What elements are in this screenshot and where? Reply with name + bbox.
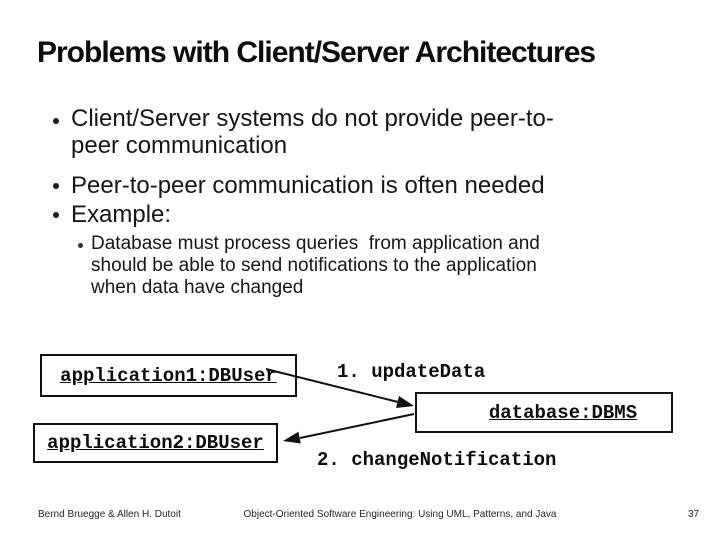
- footer-page-number: 37: [688, 509, 700, 520]
- bullet-item: Peer-to-peer communication is often need…: [71, 172, 545, 199]
- sub-bullet-line: when data have changed: [91, 277, 304, 298]
- bullet-item: Example:: [71, 201, 171, 228]
- bullet-icon: [53, 118, 59, 124]
- sub-bullet-line: Database must process queries from appli…: [91, 233, 540, 254]
- bullet-icon: [53, 183, 59, 189]
- bullet-icon: [53, 212, 59, 218]
- bullet-line: Example:: [71, 201, 172, 228]
- sub-bullet-item: Database must process queries from appli…: [91, 233, 540, 299]
- application1-box-label: application1:DBUser: [60, 364, 277, 387]
- footer-book-title: Object-Oriented Software Engineering: Us…: [243, 509, 557, 520]
- bullet-item: Client/Server systems do not provide pee…: [71, 105, 554, 159]
- bullet-line: Peer-to-peer communication is often need…: [71, 172, 545, 199]
- database-box-label: database:DBMS: [488, 401, 638, 424]
- update-data-label: 1. updateData: [337, 361, 486, 383]
- page-title: Problems with Client/Server Architecture…: [37, 36, 596, 69]
- application1-box: application1:DBUser: [40, 354, 297, 397]
- application2-box-label: application2:DBUser: [47, 432, 264, 454]
- change-notification-label: 2. changeNotification: [317, 449, 557, 471]
- bullet-line: Client/Server systems do not provide pee…: [71, 105, 554, 132]
- database-box: database:DBMS: [415, 392, 673, 433]
- change-notification-arrow: [283, 413, 415, 444]
- footer-authors: Bernd Bruegge & Allen H. Dutoit: [38, 509, 181, 520]
- application2-box: application2:DBUser: [33, 423, 278, 463]
- bullet-line: peer communication: [71, 132, 288, 159]
- bullet-icon: [78, 243, 83, 248]
- sub-bullet-line: should be able to send notifications to …: [91, 255, 537, 276]
